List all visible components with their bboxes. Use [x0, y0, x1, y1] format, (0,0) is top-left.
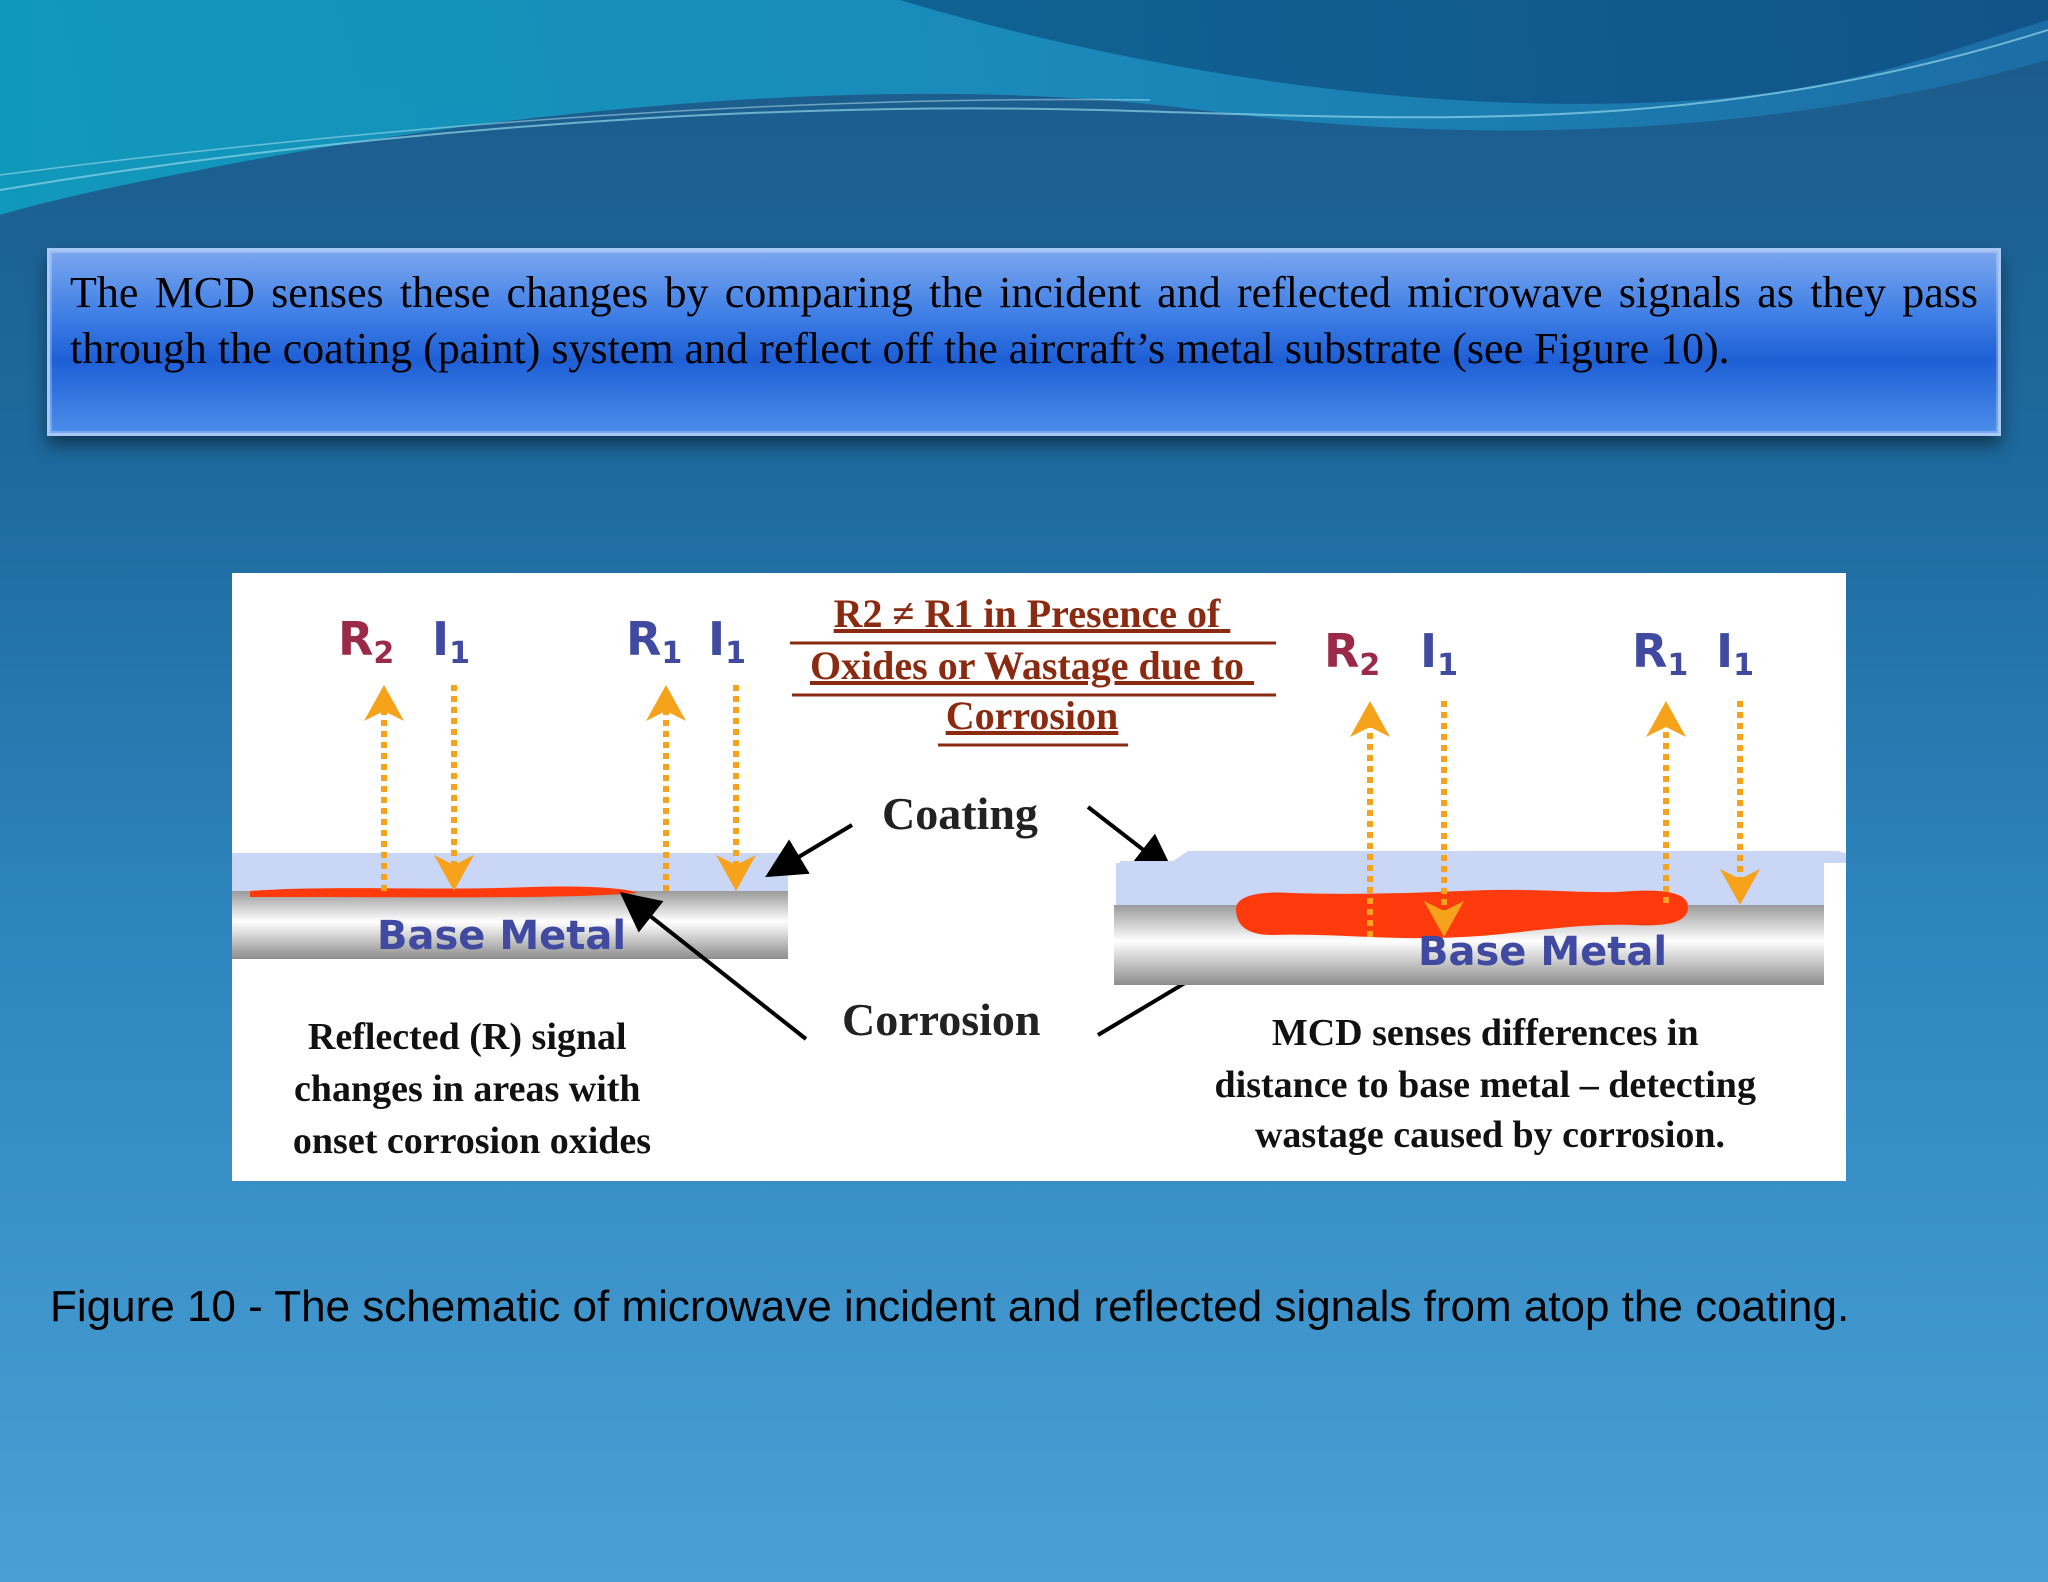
right-i1-arrow-2	[1720, 701, 1760, 905]
body-text: The MCD senses these changes by comparin…	[70, 268, 1978, 373]
left-caption-line-3: onset corrosion oxides	[293, 1120, 651, 1162]
left-base-metal-bar	[232, 891, 788, 959]
right-i1-label-1: I1	[1420, 624, 1458, 683]
right-r2-arrow	[1350, 701, 1390, 937]
figure-heading-line-1: R2 ≠ R1 in Presence of	[834, 591, 1221, 636]
right-r1-label: R1	[1632, 624, 1688, 683]
figure-10-schematic: Base Metal R2 I1 R1 I1	[232, 573, 1846, 1181]
left-i1-arrow-2	[716, 685, 756, 891]
left-i1-label-2: I1	[708, 612, 746, 671]
right-caption-line-3: wastage caused by corrosion.	[1255, 1114, 1725, 1156]
right-corrosion-blob	[1236, 889, 1688, 939]
right-panel: Base Metal R2 I1 R1 I1 MCD sen	[1114, 624, 1846, 1156]
figure-heading-line-2: Oxides or Wastage due to	[810, 643, 1244, 688]
right-caption-line-1: MCD senses differences in	[1272, 1012, 1699, 1054]
figure-heading-line-3: Corrosion	[946, 693, 1119, 738]
schematic-svg: Base Metal R2 I1 R1 I1	[232, 591, 1846, 1162]
left-r2-arrow	[364, 685, 404, 891]
left-r1-label: R1	[626, 612, 682, 671]
corrosion-label: Corrosion	[842, 994, 1041, 1045]
left-r1-arrow	[646, 685, 686, 891]
left-caption-line-2: changes in areas with	[294, 1068, 641, 1110]
background-waves	[0, 0, 2048, 215]
coating-pointer-left	[765, 823, 854, 878]
left-i1-label-1: I1	[432, 612, 470, 671]
coating-pointer-right	[1086, 805, 1175, 874]
right-caption-line-2: distance to base metal – detecting	[1215, 1064, 1756, 1106]
coating-label: Coating	[882, 788, 1038, 839]
right-caption: MCD senses differences in distance to ba…	[1215, 1012, 1766, 1156]
right-r2-label: R2	[1324, 624, 1380, 683]
right-i1-label-2: I1	[1716, 624, 1754, 683]
left-corrosion-streak	[250, 886, 637, 898]
left-caption: Reflected (R) signal changes in areas wi…	[293, 1016, 651, 1162]
corrosion-pointer-left	[619, 892, 808, 1041]
text-callout-box: The MCD senses these changes by comparin…	[47, 248, 2001, 436]
left-base-metal-label: Base Metal	[377, 913, 626, 959]
right-base-metal-label: Base Metal	[1418, 929, 1667, 975]
left-i1-arrow-1	[434, 685, 474, 891]
left-coating-layer	[232, 853, 788, 893]
left-r2-label: R2	[338, 612, 394, 671]
left-panel: Base Metal R2 I1 R1 I1	[232, 612, 788, 1162]
figure-heading: R2 ≠ R1 in Presence of Oxides or Wastage…	[810, 591, 1254, 738]
right-i1-arrow-1	[1424, 701, 1464, 937]
left-caption-line-1: Reflected (R) signal	[308, 1016, 627, 1058]
figure-caption: Figure 10 - The schematic of microwave i…	[50, 1282, 1850, 1331]
right-r1-arrow	[1646, 701, 1686, 903]
